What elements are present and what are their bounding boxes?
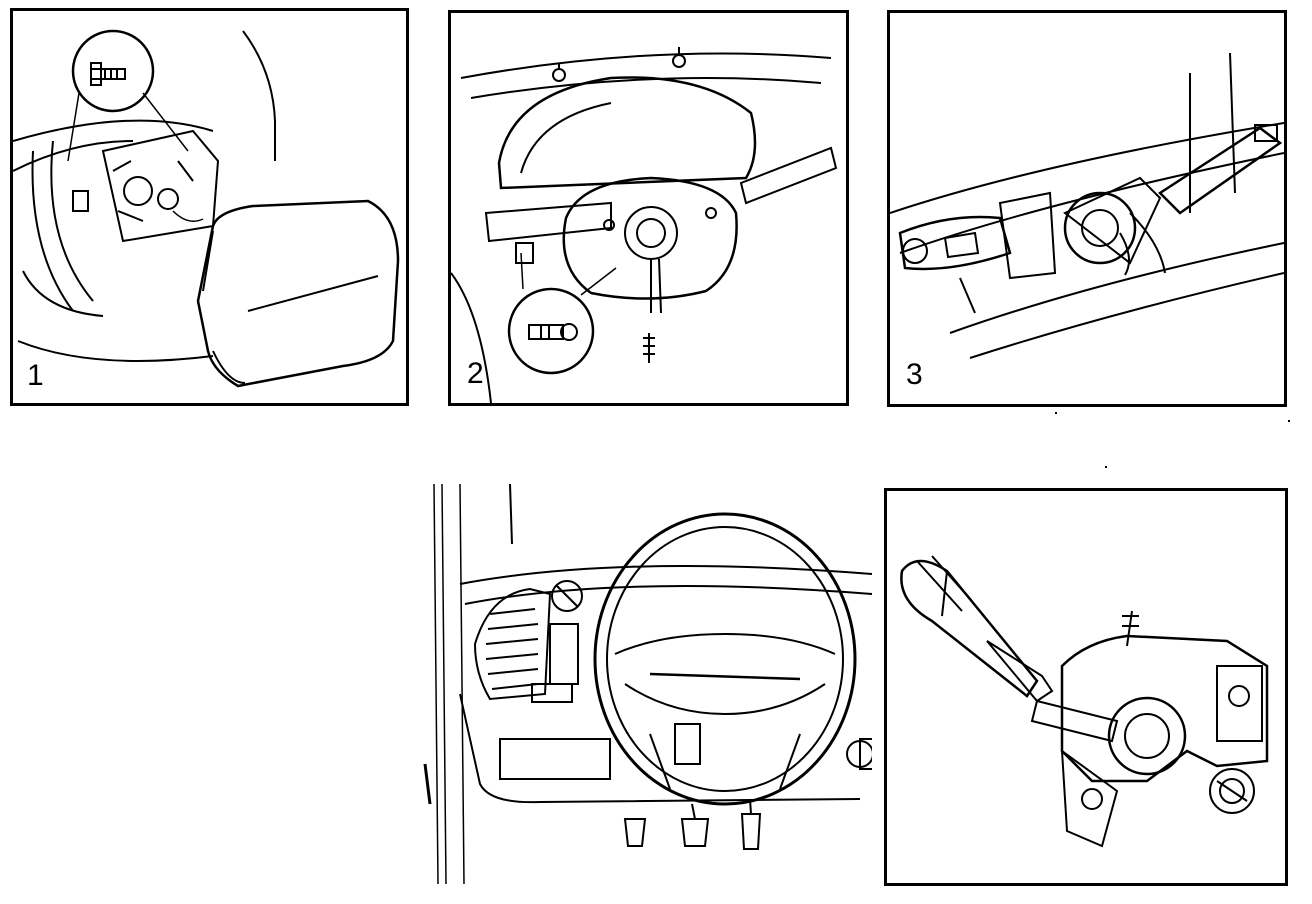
step-number: 1: [27, 359, 44, 392]
step-1-panel: 1: [10, 8, 409, 406]
bolt-callout: [71, 29, 155, 113]
scan-speck: [1055, 412, 1057, 414]
steering-wheel-bolts-illustration: [451, 47, 838, 403]
combination-switch-illustration: [890, 52, 1284, 359]
switch-assembly-illustration: [900, 555, 1269, 848]
switch-detail-panel: [884, 488, 1288, 886]
bolt-callout: [507, 287, 595, 375]
step-number: 3: [906, 358, 923, 391]
step-3-panel: 3: [887, 10, 1287, 407]
scan-speck: [1288, 420, 1290, 422]
airbag-removal-illustration: [13, 29, 400, 388]
dashboard-overview-illustration: [420, 484, 872, 884]
step-number: 2: [467, 357, 484, 390]
step-2-panel: 2: [448, 10, 849, 406]
scan-speck: [1105, 466, 1107, 468]
